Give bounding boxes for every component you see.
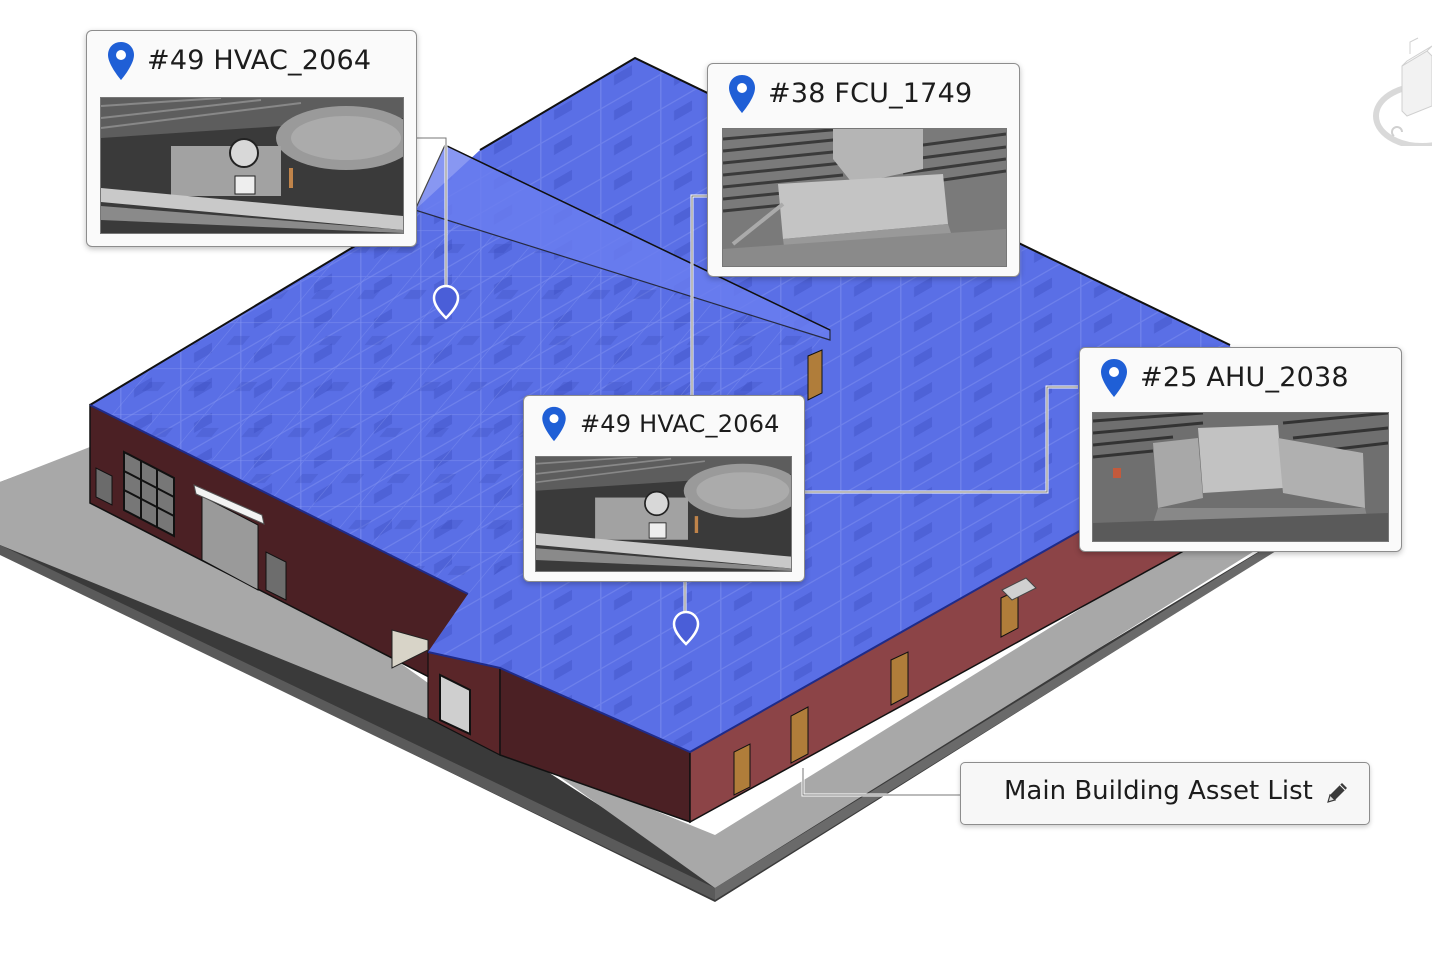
asset-photo-hvac[interactable] <box>535 456 792 572</box>
fcu-photo-image <box>723 129 1006 266</box>
hvac-photo-image <box>536 457 791 571</box>
asset-photo-fcu[interactable] <box>722 128 1007 267</box>
asset-callout-title: #38 FCU_1749 <box>768 78 973 109</box>
location-pin-icon <box>1101 359 1127 397</box>
asset-callout-card[interactable]: #49 HVAC_2064 <box>523 395 805 582</box>
asset-photo-ahu[interactable] <box>1092 412 1389 542</box>
asset-callout-title: #49 HVAC_2064 <box>580 410 780 438</box>
asset-photo-hvac[interactable] <box>100 97 404 234</box>
asset-callout-card[interactable]: #49 HVAC_2064 <box>86 30 417 247</box>
main-building-asset-list-button[interactable]: Main Building Asset List <box>960 762 1370 825</box>
pencil-icon <box>1327 783 1347 803</box>
location-pin-icon <box>108 42 134 80</box>
asset-callout-title: #25 AHU_2038 <box>1140 362 1349 393</box>
ahu-photo-image <box>1093 413 1388 541</box>
location-pin-icon <box>729 75 755 113</box>
wall-details <box>95 349 1037 796</box>
asset-callout-card[interactable]: #25 AHU_2038 <box>1079 347 1402 552</box>
asset-list-button-label: Main Building Asset List <box>1004 776 1313 806</box>
asset-callout-title: #49 HVAC_2064 <box>147 45 372 76</box>
asset-marker-hvac-center[interactable] <box>672 610 700 646</box>
asset-callout-card[interactable]: #38 FCU_1749 <box>707 63 1020 277</box>
hvac-photo-image <box>101 98 403 233</box>
navigation-cube-icon[interactable] <box>1372 36 1432 146</box>
location-pin-icon <box>542 406 566 442</box>
asset-marker-hvac-top[interactable] <box>432 284 460 320</box>
